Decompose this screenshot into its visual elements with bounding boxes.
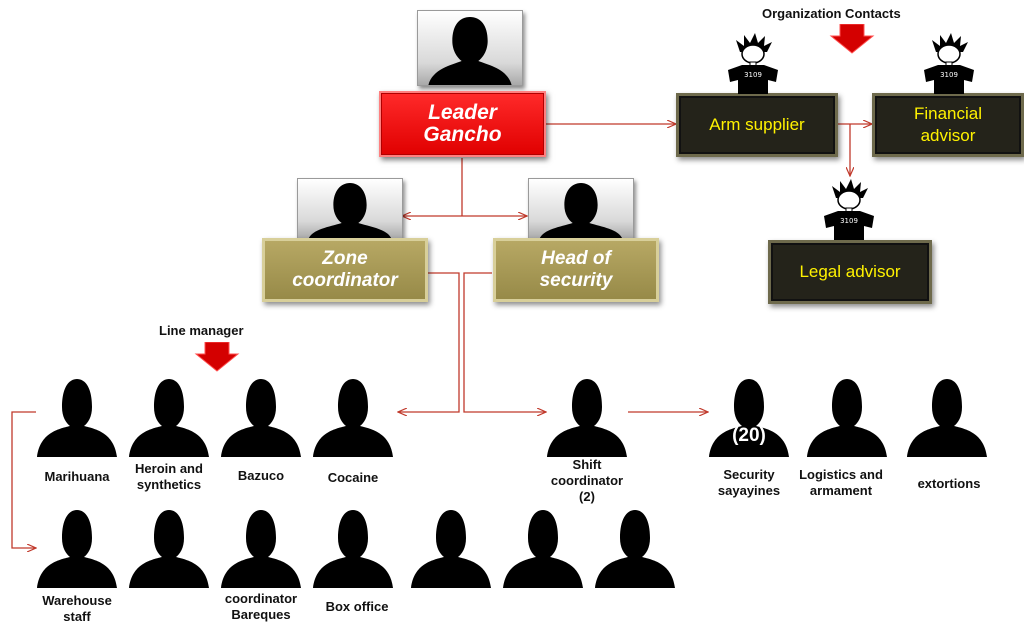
person-silhouette-icon [906,377,988,457]
down-arrow-icon [194,342,240,372]
leader-photo [417,10,523,86]
label-security-sayayines: Security sayayines [696,467,802,499]
label-shift-line2: coordinator [550,473,624,488]
shirt-text: 3109 [744,71,762,79]
label-logistics-line1: Logistics and [799,467,883,482]
label-heroin-line1: Heroin and [135,461,203,476]
leader-label-line2: Gancho [423,123,502,146]
person-silhouette-icon [220,508,302,588]
label-warehouse-staff: Warehouse staff [18,593,136,625]
label-shift-line1: Shift [572,457,602,472]
label-cocaine: Cocaine [327,470,379,485]
label-security-line1: Security [723,467,775,482]
person-silhouette-icon [502,508,584,588]
person-silhouette-icon [594,508,676,588]
arm-supplier-box: Arm supplier [676,93,838,157]
person-silhouette-icon [312,377,394,457]
person-silhouette-icon [128,508,210,588]
person-silhouette-icon [220,377,302,457]
contact-figure-icon: 3109 [924,33,974,94]
person-silhouette-icon [806,377,888,457]
contact-figure-icon: 3109 [824,179,874,240]
label-logistics-armament: Logistics and armament [788,467,894,499]
label-logistics-line2: armament [809,483,873,498]
person-silhouette-icon [546,377,628,457]
label-box-office: Box office [325,599,389,614]
financial-advisor-box: Financial advisor [872,93,1024,157]
leader-label-line1: Leader [428,101,497,124]
security-label-line1: Head of [541,248,611,269]
organization-contacts-label: Organization Contacts [762,6,901,21]
label-bareques-line2: Bareques [231,607,291,622]
label-warehouse-line1: Warehouse [42,593,112,608]
person-silhouette-icon [36,508,118,588]
line-manager-label: Line manager [159,323,244,338]
financial-label-line2: advisor [920,126,976,145]
shirt-text: 3109 [940,71,958,79]
connector-security-down [463,272,546,412]
zone-coordinator-photo [297,178,403,240]
label-security-line2: sayayines [717,483,781,498]
contact-figure-icon: 3109 [728,33,778,94]
security-count-label: (20) [732,425,766,446]
label-shift-line3: (2) [579,489,595,504]
connector-row1-to-row2 [11,411,36,548]
label-coordinator-bareques: coordinator Bareques [204,591,318,623]
zone-label-line1: Zone [322,248,368,269]
legal-advisor-label: Legal advisor [799,262,901,281]
label-warehouse-line2: staff [63,609,91,624]
label-bareques-line1: coordinator [224,591,298,606]
person-silhouette-icon [410,508,492,588]
person-silhouette-icon [708,377,790,457]
label-extortions: extortions [917,476,981,491]
shirt-text: 3109 [840,217,858,225]
person-silhouette-icon [36,377,118,457]
head-of-security-photo [528,178,634,240]
arm-supplier-label: Arm supplier [709,115,805,134]
label-heroin-line2: synthetics [136,477,202,492]
connector-zone-down [398,272,460,412]
legal-advisor-box: Legal advisor [768,240,932,304]
label-heroin-synthetics: Heroin and synthetics [112,461,226,493]
person-silhouette-icon [312,508,394,588]
zone-label-line2: coordinator [292,270,398,291]
label-marihuana: Marihuana [44,469,110,484]
label-bazuco: Bazuco [237,468,285,483]
person-silhouette-icon [128,377,210,457]
security-label-line2: security [539,270,613,291]
down-arrow-icon [829,24,875,54]
label-shift-coordinator: Shift coordinator (2) [530,457,644,505]
financial-label-line1: Financial [913,104,983,123]
